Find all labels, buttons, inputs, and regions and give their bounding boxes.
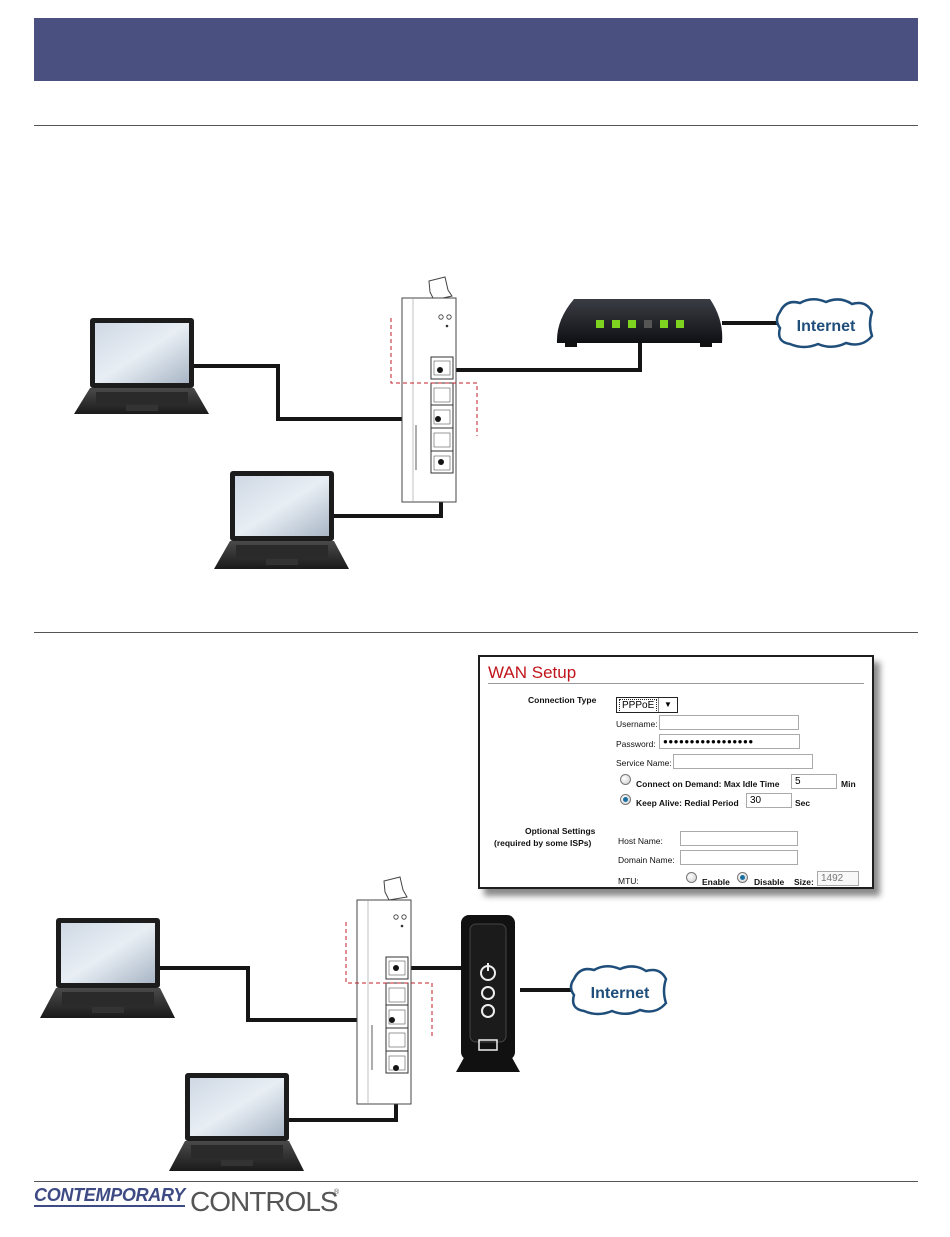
- keep-alive-label: Keep Alive: Redial Period: [636, 798, 739, 808]
- optional-settings-label: Optional Settings: [525, 826, 595, 836]
- host-name-label: Host Name:: [618, 836, 663, 846]
- logo-contemporary: CONTEMPORARY: [34, 1185, 185, 1207]
- chevron-down-icon[interactable]: ▼: [658, 698, 677, 712]
- host-name-field[interactable]: [680, 831, 798, 846]
- connect-on-demand-label: Connect on Demand: Max Idle Time: [636, 779, 779, 789]
- service-name-field[interactable]: [673, 754, 813, 769]
- mtu-disable-label: Disable: [754, 877, 784, 887]
- logo-registered-mark: ®: [334, 1189, 339, 1196]
- username-field[interactable]: [659, 715, 799, 730]
- max-idle-time-field[interactable]: 5: [791, 774, 837, 789]
- laptop-icon: [214, 471, 349, 569]
- ethernet-switch-icon: [346, 877, 432, 1104]
- mtu-enable-label: Enable: [702, 877, 730, 887]
- laptop-icon: [74, 318, 209, 414]
- internet-label: Internet: [591, 985, 650, 1002]
- wan-setup-title: WAN Setup: [488, 663, 576, 683]
- company-logo: CONTEMPORARY CONTROLS ®: [34, 1185, 344, 1221]
- mtu-disable-radio[interactable]: [737, 872, 748, 883]
- redial-period-field[interactable]: 30: [746, 793, 792, 808]
- ethernet-switch-icon: [391, 277, 477, 502]
- mtu-enable-radio[interactable]: [686, 872, 697, 883]
- logo-controls: CONTROLS: [190, 1187, 338, 1217]
- modem-icon: [456, 915, 520, 1072]
- router-icon: [557, 299, 722, 347]
- laptop-icon: [40, 918, 175, 1018]
- mtu-size-label: Size:: [794, 877, 814, 887]
- domain-name-label: Domain Name:: [618, 855, 675, 865]
- connection-type-label: Connection Type: [528, 695, 596, 705]
- password-field[interactable]: ●●●●●●●●●●●●●●●●●: [659, 734, 800, 749]
- password-label: Password:: [616, 739, 656, 749]
- optional-settings-note: (required by some ISPs): [494, 838, 591, 848]
- wan-title-divider: [488, 683, 864, 684]
- mtu-label: MTU:: [618, 876, 639, 886]
- connection-type-select[interactable]: PPPoE ▼: [616, 697, 678, 713]
- internet-label: Internet: [797, 318, 856, 335]
- connect-on-demand-radio[interactable]: [620, 774, 631, 785]
- username-label: Username:: [616, 719, 658, 729]
- keep-alive-radio[interactable]: [620, 794, 631, 805]
- service-name-label: Service Name:: [616, 758, 672, 768]
- laptop-icon: [169, 1073, 304, 1171]
- redial-unit: Sec: [795, 798, 810, 808]
- domain-name-field[interactable]: [680, 850, 798, 865]
- wan-setup-panel: WAN Setup Connection Type PPPoE ▼ Userna…: [478, 655, 874, 889]
- connection-type-value: PPPoE: [619, 699, 657, 713]
- mtu-size-field[interactable]: 1492: [817, 871, 859, 886]
- max-idle-unit: Min: [841, 779, 856, 789]
